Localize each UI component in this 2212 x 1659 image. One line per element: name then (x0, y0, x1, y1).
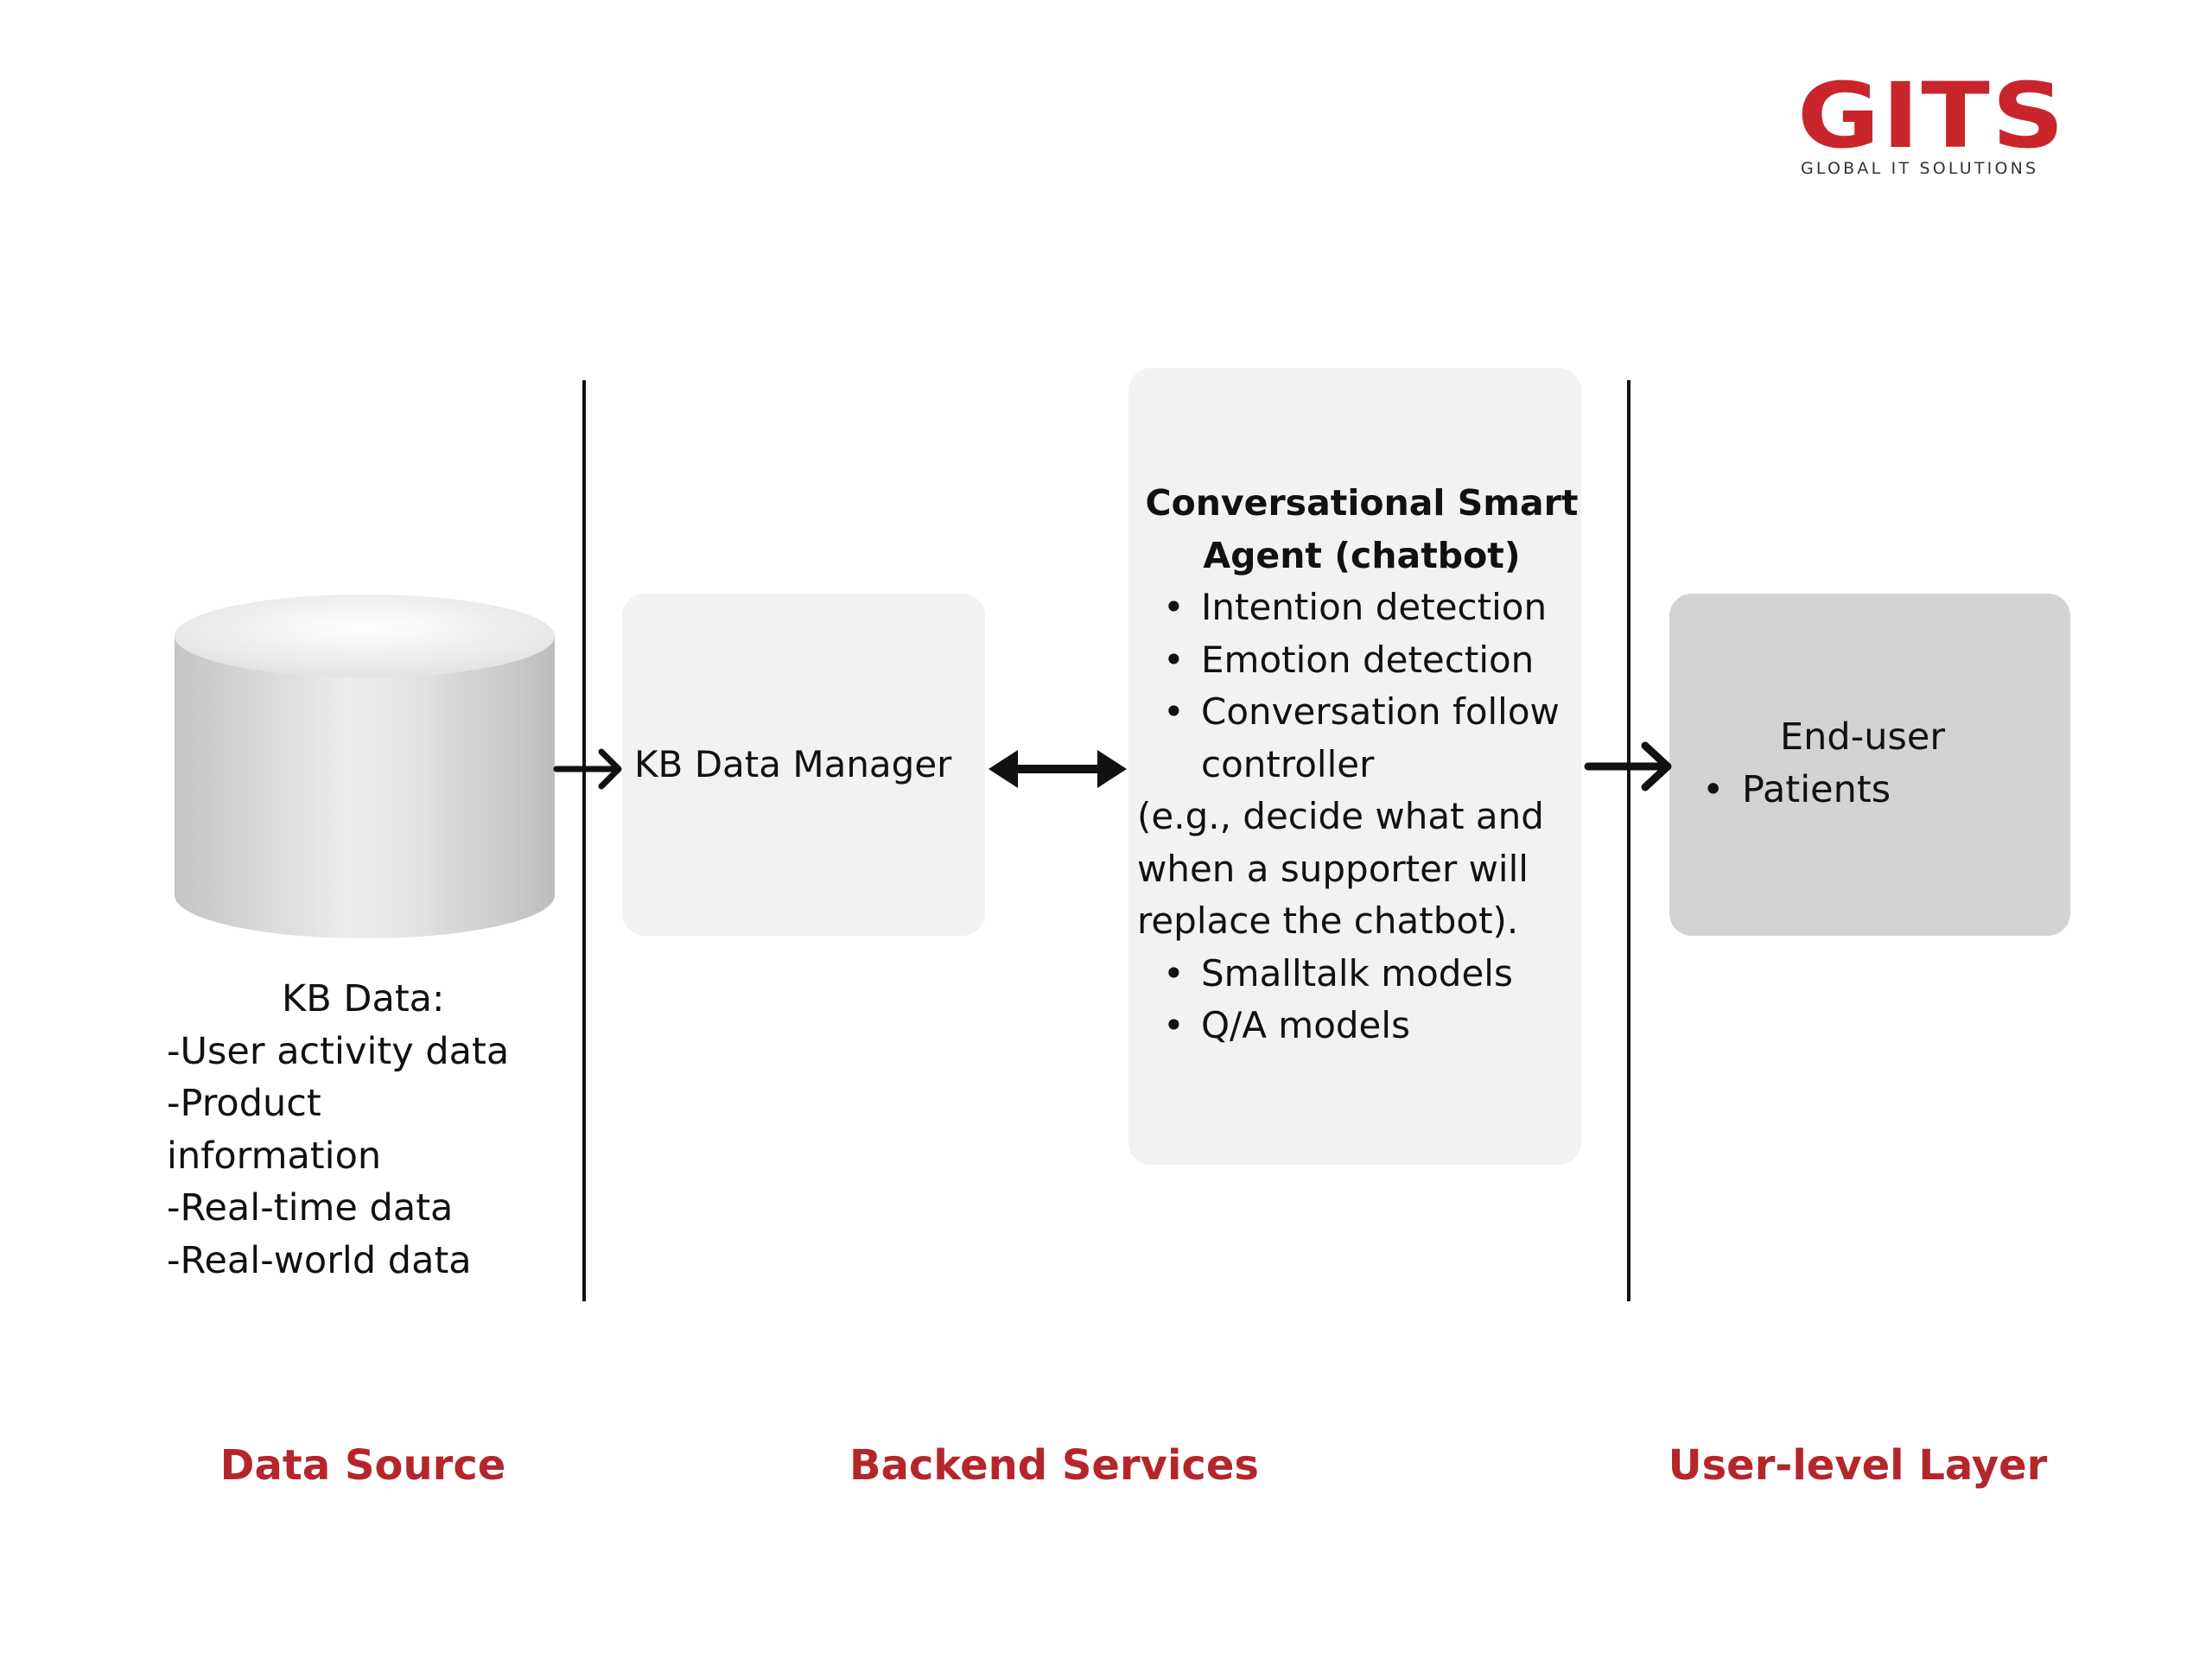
list-item: •Conversation follow (1137, 686, 1586, 739)
agent-paragraph-line: (e.g., decide what and (1137, 795, 1544, 837)
end-user-box: End-user •Patients (1669, 594, 2070, 936)
section-label-backend-services: Backend Services (849, 1441, 1259, 1490)
section-label-data-source: Data Source (219, 1441, 506, 1490)
list-item: •Intention detection (1137, 582, 1586, 634)
bullet-icon: • (1163, 586, 1185, 628)
kb-data-manager-box: KB Data Manager (622, 594, 985, 936)
agent-title-line2: Agent (chatbot) (1203, 534, 1521, 576)
kb-data-line: -Real-world data (167, 1238, 472, 1282)
logo-tagline: GLOBAL IT SOLUTIONS (1801, 159, 2039, 178)
chatbot-agent-box: Conversational Smart Agent (chatbot) •In… (1128, 368, 1581, 1165)
arrow-right-icon (1584, 741, 1672, 791)
kb-data-line: -User activity data (167, 1029, 510, 1073)
bullet-icon: • (1702, 767, 1725, 811)
list-item: •Emotion detection (1137, 634, 1586, 687)
kb-data-title: KB Data: (282, 977, 445, 1020)
agent-model-list: •Smalltalk models •Q/A models (1137, 948, 1586, 1052)
double-arrow-icon (988, 750, 1127, 788)
arrow-right-icon (553, 748, 622, 790)
gits-logo: GITS GLOBAL IT SOLUTIONS (1797, 71, 2091, 180)
divider-left (582, 380, 586, 1301)
agent-paragraph-line: when a supporter will (1137, 847, 1529, 890)
list-item-continuation: controller (1201, 742, 1375, 785)
kb-data-text: KB Data: -User activity data -Product in… (167, 973, 573, 1287)
bullet-icon: • (1163, 1004, 1185, 1046)
section-label-user-level-layer: User-level Layer (1668, 1441, 2048, 1490)
bullet-icon: • (1163, 690, 1185, 733)
logo-wordmark: GITS (1797, 63, 2067, 168)
agent-title-line1: Conversational Smart (1145, 482, 1579, 524)
kb-data-line: information (167, 1134, 382, 1178)
list-item: •Q/A models (1137, 1000, 1586, 1052)
kb-data-line: -Product (167, 1082, 321, 1125)
kb-data-line: -Real-time data (167, 1186, 454, 1230)
bullet-icon: • (1163, 951, 1185, 995)
list-item: •Patients (1669, 764, 2070, 817)
agent-feature-list: •Intention detection •Emotion detection … (1137, 582, 1586, 791)
bullet-icon: • (1163, 638, 1185, 681)
end-user-title: End-user (1780, 715, 1946, 759)
kb-data-manager-label: KB Data Manager (634, 743, 952, 785)
database-cylinder-icon (175, 594, 555, 938)
list-item: •Smalltalk models (1137, 948, 1586, 1001)
divider-right (1627, 380, 1630, 1301)
agent-paragraph-line: replace the chatbot). (1137, 899, 1519, 942)
